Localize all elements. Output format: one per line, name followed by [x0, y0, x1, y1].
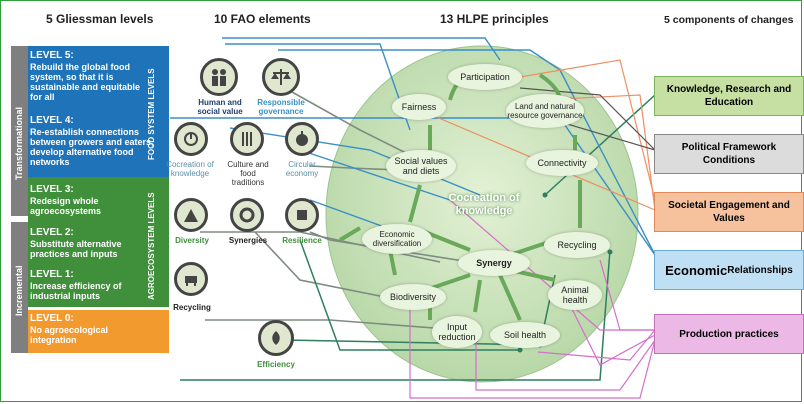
principle-input-reduction: Input reduction [432, 316, 482, 348]
diversity-icon [174, 198, 208, 232]
header-hlpe: 13 HLPE principles [440, 12, 549, 26]
level-2: LEVEL 2:Substitute alternative practices… [30, 227, 122, 260]
principle-animal-health: Animal health [548, 280, 602, 310]
fao-cocreation-label: Cocreation of knowledge [166, 160, 214, 178]
fao-recycling-label: Recycling [173, 303, 211, 312]
fao-governance-label: Responsible governance [257, 98, 305, 116]
principle-fairness: Fairness [392, 94, 446, 120]
incremental-bar [11, 222, 28, 353]
transformational-bar [11, 46, 28, 216]
component-societal: Societal Engagement and Values [654, 192, 804, 232]
food-system-block [28, 46, 169, 177]
human-social-value-icon [200, 58, 238, 96]
principle-social-values: Social values and diets [386, 150, 456, 182]
component-knowledge: Knowledge, Research and Education [654, 76, 804, 116]
circular-economy-icon [285, 122, 319, 156]
resilience-icon [285, 198, 319, 232]
principle-economic-diversification: Economic diversification [362, 224, 432, 254]
principle-soil-health: Soil health [490, 322, 560, 348]
level-5: LEVEL 5:Rebuild the global food system, … [30, 50, 141, 103]
cocreation-knowledge-icon [174, 122, 208, 156]
component-production: Production practices [654, 314, 804, 354]
component-economic: Economic Relationships [654, 250, 804, 290]
principle-recycling: Recycling [544, 232, 610, 258]
level0-block [28, 310, 169, 353]
level-3: LEVEL 3:Redesign whole agroecosystems [30, 184, 102, 217]
level-4: LEVEL 4:Re-establish connections between… [30, 115, 154, 168]
principle-center-cocreation: Cocreation of knowledge [448, 192, 520, 217]
agroecosystem-block [28, 177, 169, 307]
culture-fork-icon [230, 122, 264, 156]
header-fao: 10 FAO elements [214, 12, 311, 26]
fao-circular-label: Circular economy [285, 160, 319, 178]
principle-participation: Participation [448, 64, 522, 90]
principle-biodiversity: Biodiversity [380, 284, 446, 310]
principle-land-governance: Land and natural resource governance [506, 94, 584, 128]
fao-synergies-label: Synergies [228, 236, 268, 245]
synergies-icon [230, 198, 264, 232]
header-gliessman: 5 Gliessman levels [46, 12, 154, 26]
fao-resilience-label: Resilience [282, 236, 322, 245]
fao-diversity-label: Diversity [175, 236, 209, 245]
component-political: Political Framework Conditions [654, 134, 804, 174]
fao-culture-label: Culture and food traditions [227, 160, 269, 187]
header-components: 5 components of changes [664, 14, 794, 26]
level-0: LEVEL 0:No agroecological integration [30, 313, 109, 346]
principle-connectivity: Connectivity [526, 150, 598, 176]
principle-synergy: Synergy [458, 250, 530, 276]
fao-efficiency-label: Efficiency [257, 360, 295, 369]
governance-scales-icon [262, 58, 300, 96]
fao-human-label: Human and social value [197, 98, 243, 116]
level-1: LEVEL 1:Increase efficiency of industria… [30, 269, 122, 302]
efficiency-icon [258, 320, 294, 356]
recycling-cow-icon [174, 262, 208, 296]
